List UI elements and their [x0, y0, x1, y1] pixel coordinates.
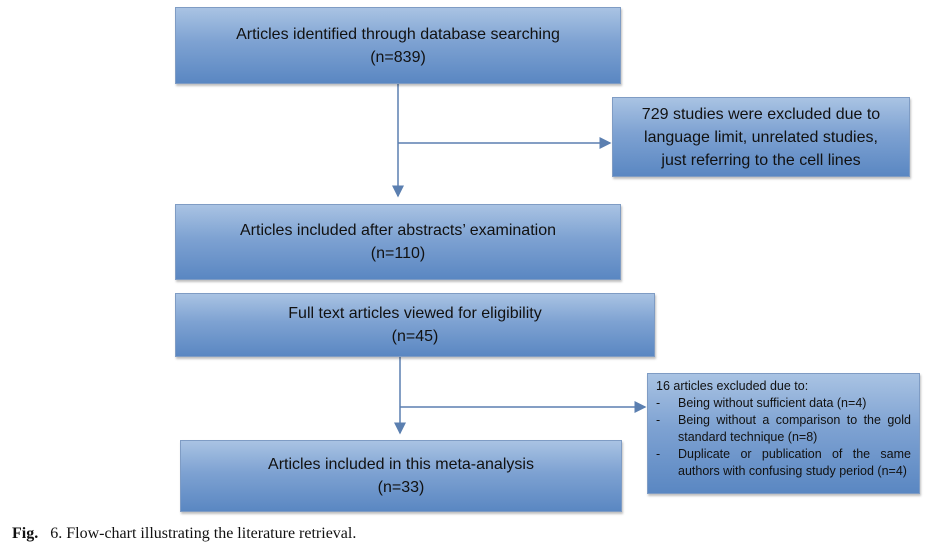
caption-number: 6	[50, 525, 59, 542]
bullet: -	[656, 396, 661, 410]
box-count: (n=110)	[370, 245, 426, 262]
box-excluded1: 729 studies were excluded due to languag…	[612, 97, 910, 177]
caption-text: . Flow-chart illustrating the literature…	[58, 525, 357, 542]
list-item: - Duplicate or publication of the same au…	[656, 446, 911, 480]
list-item: - Being without sufficient data (n=4)	[656, 395, 911, 412]
box-title: 16 articles excluded due to:	[656, 379, 809, 393]
item-text: Being without sufficient data (n=4)	[678, 396, 867, 410]
box-identified: Articles identified through database sea…	[175, 7, 621, 84]
box-text: Full text articles viewed for eligibilit…	[288, 305, 542, 322]
item-text: Being without a comparison to the gold s…	[678, 413, 911, 444]
box-excluded2: 16 articles excluded due to: - Being with…	[647, 373, 920, 494]
item-text: Duplicate or publication of the same aut…	[678, 447, 911, 478]
bullet: -	[656, 413, 661, 427]
box-text: Articles included in this meta-analysis	[268, 456, 534, 473]
box-included: Articles included in this meta-analysis …	[180, 440, 622, 512]
box-text: Articles included after abstracts’ exami…	[240, 222, 556, 239]
box-text: just referring to the cell lines	[661, 151, 861, 169]
box-count: (n=45)	[391, 328, 439, 345]
box-text: Articles identified through database sea…	[236, 25, 560, 43]
figure-caption: Fig. 6. Flow-chart illustrating the lite…	[12, 525, 356, 543]
bullet: -	[656, 447, 661, 461]
box-text: 729 studies were excluded due to	[641, 105, 881, 123]
box-count: (n=33)	[377, 479, 425, 496]
list-item: - Being without a comparison to the gold …	[656, 412, 911, 446]
box-fulltext: Full text articles viewed for eligibilit…	[175, 293, 655, 357]
box-abstracts: Articles included after abstracts’ exami…	[175, 204, 621, 280]
box-count: (n=839)	[370, 48, 426, 66]
caption-label: Fig.	[12, 525, 39, 542]
box-text: language limit, unrelated studies,	[644, 128, 878, 146]
